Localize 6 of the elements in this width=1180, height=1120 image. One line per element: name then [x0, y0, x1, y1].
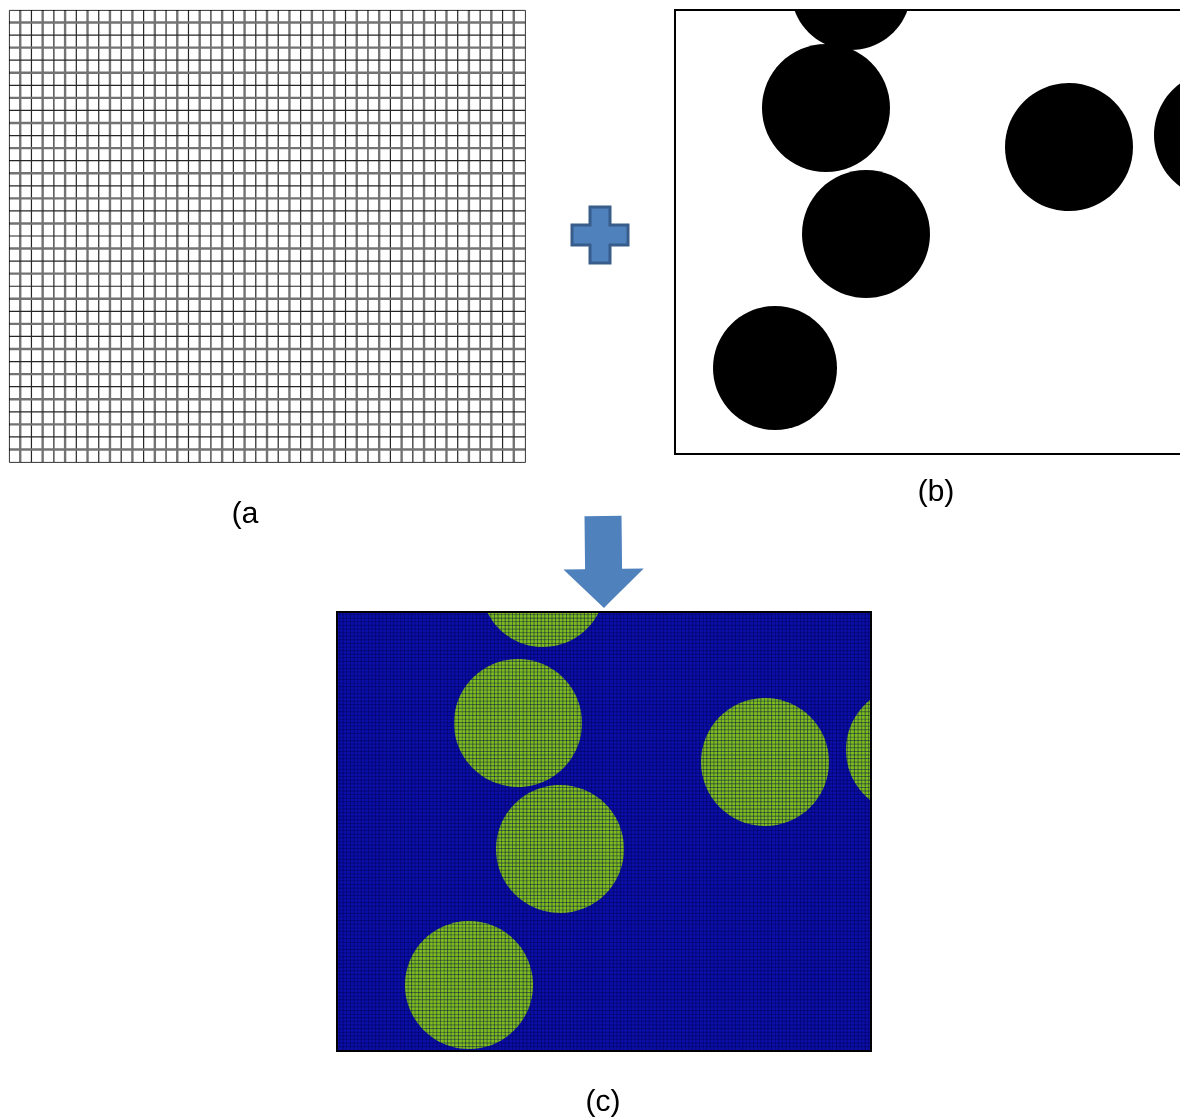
panel-caption: (a — [233, 501, 259, 529]
colored-mesh-drawing — [336, 611, 872, 1052]
panel-caption: (c) — [587, 1089, 619, 1117]
panel-caption: (b) — [919, 479, 953, 507]
particle-mask-drawing — [674, 9, 1180, 455]
grid-drawing — [8, 9, 526, 463]
